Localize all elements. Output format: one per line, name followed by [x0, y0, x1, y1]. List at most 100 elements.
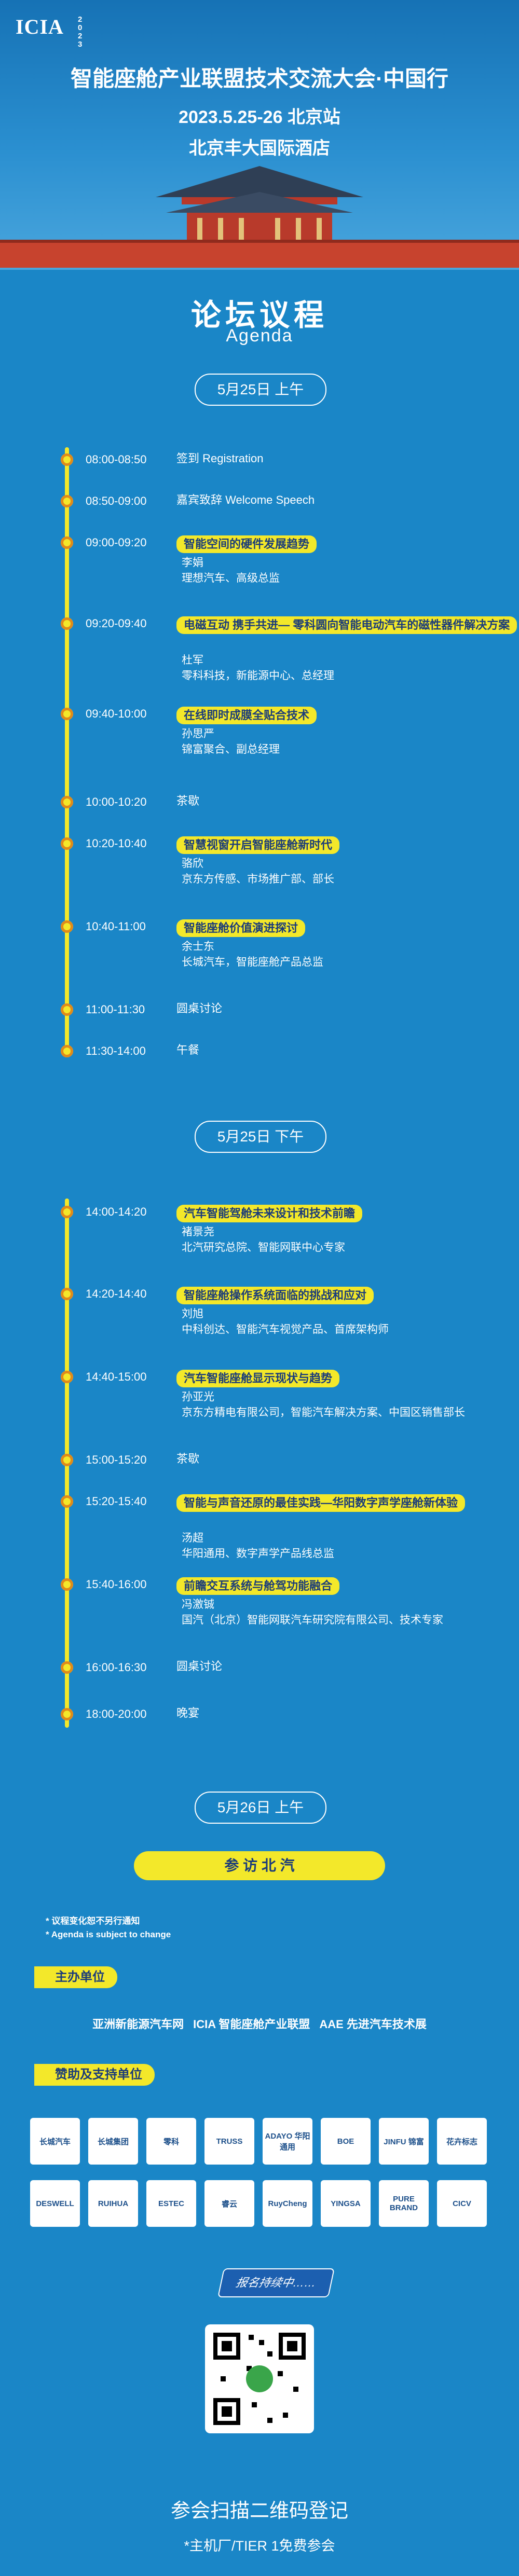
agenda-topic-text: 汽车智能座舱显示现状与趋势 [176, 1370, 340, 1387]
agenda-topic-text: 晚宴 [176, 1706, 200, 1719]
agenda-speaker: 孙亚光京东方精电有限公司，智能汽车解决方案、中国区销售部长 [182, 1389, 465, 1421]
sponsor-logo: PURE BRAND [379, 2180, 429, 2227]
agenda-topic: 智能空间的硬件发展趋势 [176, 535, 317, 553]
agenda-topic-text: 智能座舱操作系统面临的挑战和应对 [176, 1287, 374, 1304]
timeline-am [65, 447, 69, 1054]
speaker-name: 褚景尧 [182, 1226, 214, 1238]
agenda-topic-text: 在线即时成膜全贴合技术 [176, 707, 317, 724]
agenda-topic-text: 嘉宾致辞 Welcome Speech [176, 493, 315, 506]
agenda-topic-text: 智能座舱价值演进探讨 [176, 919, 306, 937]
organizer-item: AAE 先进汽车技术展 [319, 2018, 427, 2031]
speaker-org: 理想汽车、高级总监 [182, 572, 280, 584]
agenda-speaker: 汤超华阳通用、数字声学产品线总监 [182, 1531, 334, 1562]
agenda-topic: 智能与声音还原的最佳实践—华阳数字声学座舱新体验 [176, 1494, 466, 1512]
timeline-dot-icon [61, 536, 73, 549]
agenda-speaker: 杜军零科科技，新能源中心、总经理 [182, 653, 334, 684]
agenda-time: 15:20-15:40 [86, 1495, 147, 1508]
agenda-topic-text: 茶歇 [176, 1452, 200, 1465]
agenda-time: 18:00-20:00 [86, 1707, 147, 1720]
agenda-topic: 智能座舱价值演进探讨 [176, 919, 306, 937]
agenda-topic-text: 电磁互动 携手共进— 零科圆向智能电动汽车的磁性器件解决方案 [176, 616, 517, 634]
sponsor-logo: ADAYO 华阳通用 [263, 2118, 312, 2165]
agenda-topic: 汽车智能座舱显示现状与趋势 [176, 1370, 340, 1387]
logo-year: 2023 [78, 15, 83, 49]
agenda-topic: 茶歇 [176, 795, 199, 807]
speaker-org: 北汽研究总院、智能网联中心专家 [182, 1242, 345, 1253]
agenda-topic-text: 前瞻交互系统与舱驾功能融合 [176, 1577, 340, 1595]
agenda-time: 10:20-10:40 [86, 837, 147, 850]
event-date-location: 2023.5.25-26 北京站 [179, 107, 340, 127]
sponsor-logo: 睿云 [204, 2180, 254, 2227]
sponsor-logo: JINFU 锦富 [379, 2118, 429, 2165]
header-banner: ICIA 2023 智能座舱产业联盟技术交流大会·中国行 2023.5.25-2… [0, 0, 519, 270]
agenda-time: 15:40-16:00 [86, 1578, 147, 1591]
speaker-name: 杜军 [182, 654, 203, 666]
agenda-time: 11:30-14:00 [86, 1044, 146, 1057]
speaker-name: 骆欣 [182, 858, 203, 870]
agenda-speaker: 李娟理想汽车、高级总监 [182, 555, 280, 586]
sponsor-logo: CICV [437, 2180, 487, 2227]
speaker-org: 长城汽车，智能座舱产品总监 [182, 956, 323, 968]
agenda-speaker: 褚景尧北汽研究总院、智能网联中心专家 [182, 1224, 345, 1256]
speaker-name: 孙思严 [182, 728, 214, 740]
qr-free-note: *主机厂/TIER 1免费参会 [184, 2538, 335, 2554]
timeline-dot-icon [61, 796, 73, 808]
speaker-org: 锦富聚合、副总经理 [182, 743, 280, 755]
sponsor-logo: 长城集团 [88, 2118, 138, 2165]
agenda-topic: 智能座舱操作系统面临的挑战和应对 [176, 1287, 374, 1304]
speaker-org: 零科科技，新能源中心、总经理 [182, 670, 334, 682]
red-wall-decoration [0, 240, 519, 268]
sponsor-logo: DESWELL [30, 2180, 80, 2227]
agenda-time: 10:00-10:20 [86, 795, 147, 808]
visit-baic-banner: 参 访 北 汽 [134, 1851, 385, 1880]
agenda-notes: * 议程变化恕不另行通知 * Agenda is subject to chan… [46, 1914, 171, 1941]
organizer-item: ICIA 智能座舱产业联盟 [193, 2018, 310, 2031]
timeline-dot-icon [61, 708, 73, 720]
agenda-time: 11:00-11:30 [86, 1003, 145, 1016]
sponsors-label: 赞助及支持单位 [34, 2064, 155, 2086]
event-venue: 北京丰大国际酒店 [189, 139, 330, 158]
timeline-dot-icon [61, 1045, 73, 1057]
speaker-org: 华阳通用、数字声学产品线总监 [182, 1548, 334, 1560]
timeline-dot-icon [61, 1288, 73, 1300]
organizers-strip: 亚洲新能源汽车网 ICIA 智能座舱产业联盟 AAE 先进汽车技术展 [29, 2000, 490, 2047]
agenda-time: 09:40-10:00 [86, 707, 147, 720]
agenda-time: 08:00-08:50 [86, 453, 147, 466]
speaker-org: 京东方精电有限公司，智能汽车解决方案、中国区销售部长 [182, 1407, 465, 1418]
sponsor-logo: 花卉标志 [437, 2118, 487, 2165]
qr-code-icon [205, 2324, 314, 2433]
timeline-dot-icon [61, 1206, 73, 1218]
agenda-time: 10:40-11:00 [86, 920, 146, 933]
sponsor-logo: 零科 [146, 2118, 196, 2165]
agenda-topic-text: 茶歇 [176, 794, 200, 807]
agenda-topic-text: 圆桌讨论 [176, 1660, 223, 1673]
agenda-topic: 嘉宾致辞 Welcome Speech [176, 494, 315, 506]
speaker-org: 中科创达、智能汽车视觉产品、首席架构师 [182, 1324, 389, 1335]
agenda-topic-text: 智慧视窗开启智能座舱新时代 [176, 836, 340, 854]
sponsor-logo: RuyCheng [263, 2180, 312, 2227]
note-cn: * 议程变化恕不另行通知 [46, 1916, 140, 1926]
timeline-dot-icon [61, 1454, 73, 1466]
agenda-time: 09:20-09:40 [86, 617, 147, 630]
day1-am-label: 5月25日 上午 [195, 374, 326, 406]
speaker-name: 孙亚光 [182, 1391, 214, 1403]
speaker-org: 国汽（北京）智能网联汽车研究院有限公司、技术专家 [182, 1614, 443, 1626]
agenda-speaker: 余士东长城汽车，智能座舱产品总监 [182, 939, 323, 970]
agenda-time: 14:20-14:40 [86, 1287, 147, 1300]
agenda-topic-text: 午餐 [176, 1043, 200, 1056]
timeline-dot-icon [61, 1708, 73, 1720]
agenda-speaker: 骆欣京东方传感、市场推广部、部长 [182, 856, 334, 887]
agenda-topic: 午餐 [176, 1044, 199, 1056]
agenda-time: 16:00-16:30 [86, 1661, 147, 1674]
agenda-topic-text: 智能空间的硬件发展趋势 [176, 535, 317, 553]
timeline-dot-icon [61, 1661, 73, 1674]
speaker-name: 刘旭 [182, 1308, 203, 1320]
agenda-time: 15:00-15:20 [86, 1453, 147, 1466]
day2-am-label: 5月26日 上午 [195, 1792, 326, 1824]
timeline-dot-icon [61, 1495, 73, 1508]
agenda-topic: 晚宴 [176, 1707, 199, 1719]
agenda-topic-text: 智能与声音还原的最佳实践—华阳数字声学座舱新体验 [176, 1494, 466, 1512]
organizers-label: 主办单位 [34, 1966, 117, 1988]
